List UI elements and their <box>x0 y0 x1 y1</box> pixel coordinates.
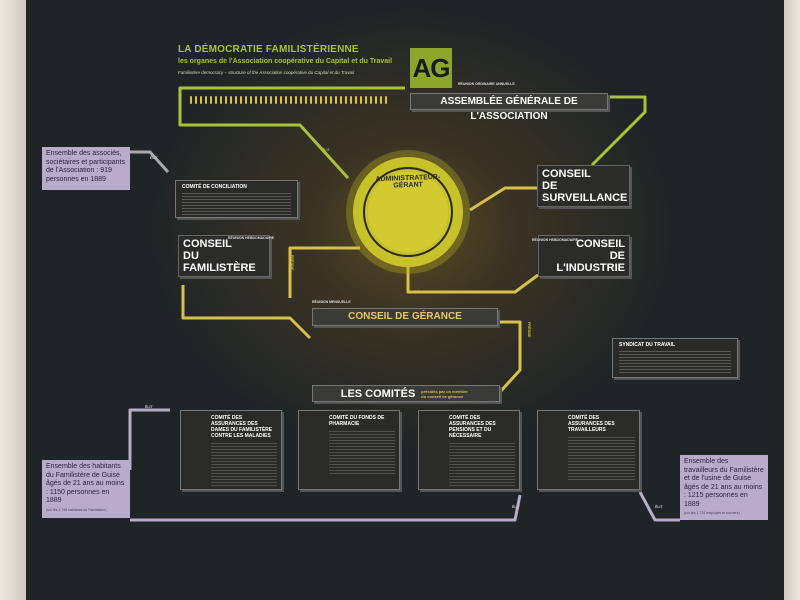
exhibit-panel <box>26 0 784 600</box>
familistere-to-gerance-line <box>181 285 312 340</box>
surveillance-line1: CONSEIL <box>542 168 591 180</box>
committee-card: COMITÉ DES ASSURANCES DES TRAVAILLEURS <box>537 410 640 490</box>
comites-note: présidés par un membre du conseil de gér… <box>421 388 468 399</box>
wall-right <box>784 0 800 600</box>
page-title: LA DÉMOCRATIE FAMILISTÉRIENNE <box>178 44 359 55</box>
associates-note-text: Ensemble des associés, sociétaires et pa… <box>46 150 125 183</box>
ag-members-figures <box>190 96 387 104</box>
page-subtitle: les organes de l'Association coopérative… <box>178 58 393 65</box>
elit-label-ag: ÉLIT <box>322 148 330 152</box>
committee-card: COMITÉ DU FONDS DE PHARMACIE <box>298 410 400 490</box>
preside-label-center: PRÉSIDE <box>412 290 428 294</box>
conciliation-box: COMITÉ DE CONCILIATION <box>175 180 298 218</box>
conciliation-title: COMITÉ DE CONCILIATION <box>182 184 247 190</box>
comites-title: LES COMITÉS <box>340 387 416 400</box>
inhabitants-note-sub: (sur les 1 748 habitants du Familistère) <box>46 507 107 512</box>
admin-to-familistere-line <box>288 246 360 298</box>
committee-card: COMITÉ DES ASSURANCES DES PENSIONS ET DU… <box>418 410 520 490</box>
inhabitants-note: Ensemble des habitants du Familistère de… <box>42 460 130 518</box>
syndicat-title: SYNDICAT DU TRAVAIL <box>619 342 676 348</box>
committee-title: COMITÉ DES ASSURANCES DES PENSIONS ET DU… <box>449 415 496 439</box>
committee-title: COMITÉ DES ASSURANCES DES TRAVAILLEURS <box>568 415 615 433</box>
surveillance-line2: DE SURVEILLANCE <box>542 180 628 204</box>
gerance-meeting: RÉUNION MENSUELLE <box>312 300 351 304</box>
familistere-meeting: RÉUNION HEBDOMADAIRE <box>228 236 275 240</box>
surveillance-to-admin-line <box>469 186 537 212</box>
industrie-line1: CONSEIL <box>576 238 625 250</box>
ag-title: ASSEMBLÉE GÉNÉRALE DE L'ASSOCIATION <box>410 93 608 122</box>
committee-title: COMITÉ DU FONDS DE PHARMACIE <box>329 415 385 427</box>
familistere-line1: CONSEIL <box>183 238 232 250</box>
admin-circle <box>346 150 470 274</box>
workers-note-text: Ensemble des travailleurs du Familistère… <box>684 458 764 508</box>
admin-to-industrie-line <box>406 265 539 294</box>
bottom-elect-line <box>130 494 522 522</box>
gerance-to-comites-line <box>498 320 522 394</box>
page-subtitle-en: Familistère democracy – structure of the… <box>178 70 355 75</box>
inhabitants-to-committees-line <box>128 408 170 470</box>
workers-note: Ensemble des travailleurs du Familistère… <box>680 455 768 520</box>
gerance-title: CONSEIL DE GÉRANCE <box>312 308 498 326</box>
inhabitants-note-text: Ensemble des habitants du Familistère de… <box>46 463 125 504</box>
preside-label-left: PRÉSIDE <box>290 255 294 271</box>
committee-title: COMITÉ DES ASSURANCES DES DAMES DU FAMIL… <box>211 415 273 439</box>
committee-card: COMITÉ DES ASSURANCES DES DAMES DU FAMIL… <box>180 410 282 490</box>
syndicat-box: SYNDICAT DU TRAVAIL <box>612 338 738 378</box>
ag-to-surveillance-line <box>590 95 647 167</box>
preside-label-right: PRÉSIDE <box>527 322 531 338</box>
industrie-meeting: RÉUNION HEBDOMADAIRE <box>532 238 579 242</box>
ag-to-admin-line <box>178 86 405 180</box>
familistere-line2: DU FAMILISTÈRE <box>183 250 256 274</box>
workers-to-committees-line <box>638 491 680 522</box>
comites-bar: LES COMITÉS présidés par un membre du co… <box>312 385 500 402</box>
ag-badge: AG <box>410 48 452 88</box>
associates-note: Ensemble des associés, sociétaires et pa… <box>42 147 130 190</box>
wall-left <box>0 0 26 600</box>
workers-note-sub: (sur les 1 719 employés et ouvriers) <box>684 511 740 515</box>
elit-label-bottom: ÉLIT <box>512 505 520 509</box>
ag-meeting-label: RÉUNION ORDINAIRE ANNUELLE <box>458 82 515 86</box>
elit-label-associates: ÉLIT <box>150 156 158 160</box>
associates-to-conciliation-line <box>130 150 170 174</box>
elit-label-inhabitants: ÉLIT <box>145 405 153 409</box>
industrie-line2: DE L'INDUSTRIE <box>556 250 625 274</box>
elit-label-workers: ÉLIT <box>655 505 663 509</box>
